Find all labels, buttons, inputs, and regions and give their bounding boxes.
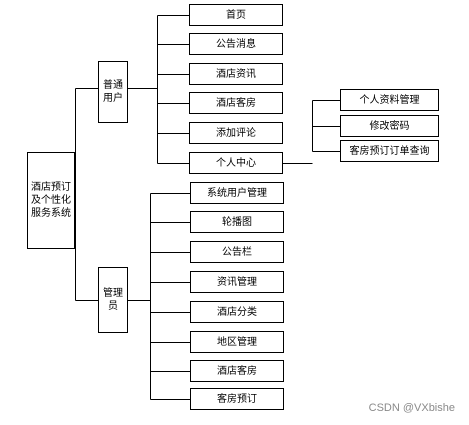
node-label: 系统用户管理 — [207, 187, 267, 199]
node-label: 个人资料管理 — [359, 94, 420, 106]
node-label: 酒店客房 — [216, 97, 256, 109]
node-label: 修改密码 — [369, 120, 410, 132]
watermark: CSDN @VXbishe — [368, 402, 455, 414]
user-node-hotel-rooms: 酒店客房 — [189, 92, 283, 114]
node-label: 轮播图 — [222, 216, 252, 228]
node-label: 客房预订订单查询 — [349, 145, 430, 157]
admin-node-news: 资讯管理 — [190, 271, 284, 293]
user-node-add-comment: 添加评论 — [189, 122, 283, 144]
group-node-user: 普通用户 — [98, 61, 128, 123]
group-label-admin: 管理员 — [103, 288, 123, 312]
root-node: 酒店预订及个性化服务系统 — [27, 152, 75, 249]
admin-node-room-booking: 客房预订 — [190, 388, 284, 410]
admin-node-carousel: 轮播图 — [190, 211, 284, 233]
user-node-hotel-news: 酒店资讯 — [189, 63, 283, 85]
node-label: 个人中心 — [216, 157, 256, 169]
node-label: 客房预订 — [217, 393, 257, 405]
node-label: 首页 — [226, 9, 246, 21]
user-node-personal-center: 个人中心 — [189, 152, 283, 174]
node-label: 添加评论 — [216, 127, 256, 139]
center-node-profile: 个人资料管理 — [340, 89, 439, 111]
user-node-home: 首页 — [189, 4, 283, 26]
node-label: 公告栏 — [222, 246, 252, 258]
admin-node-users: 系统用户管理 — [190, 182, 284, 204]
node-label: 公告消息 — [216, 38, 256, 50]
root-label: 酒店预订及个性化服务系统 — [31, 182, 71, 219]
node-label: 酒店客房 — [217, 365, 257, 377]
group-label-user: 普通用户 — [103, 80, 123, 104]
admin-node-regions: 地区管理 — [190, 331, 284, 353]
admin-node-hotel-rooms: 酒店客房 — [190, 360, 284, 382]
center-node-orders: 客房预订订单查询 — [340, 140, 439, 162]
node-label: 酒店资讯 — [216, 68, 256, 80]
user-node-announcements: 公告消息 — [189, 33, 283, 55]
node-label: 酒店分类 — [217, 306, 257, 318]
admin-node-bulletin: 公告栏 — [190, 241, 284, 263]
center-node-password: 修改密码 — [340, 115, 439, 137]
group-node-admin: 管理员 — [98, 267, 128, 333]
node-label: 地区管理 — [217, 336, 257, 348]
admin-node-hotel-category: 酒店分类 — [190, 301, 284, 323]
node-label: 资讯管理 — [217, 276, 257, 288]
